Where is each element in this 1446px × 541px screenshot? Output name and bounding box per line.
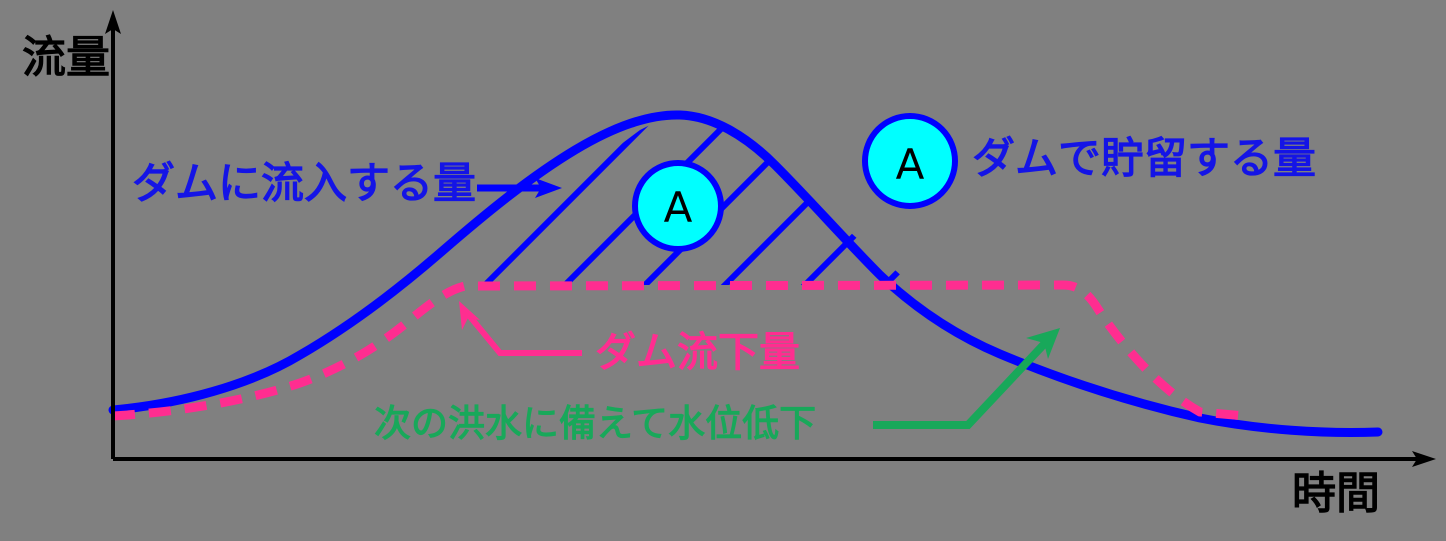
drawdown-label: 次の洪水に備えて水位低下	[374, 402, 817, 445]
area-marker-a-primary-letter: A	[663, 183, 693, 232]
inflow-pointer-arrow	[477, 178, 562, 198]
inflow-curve	[108, 110, 1383, 437]
drawdown-pointer-arrow	[873, 328, 1060, 429]
area-marker-a-primary	[632, 160, 724, 252]
area-marker-a-legend-letter: A	[895, 140, 925, 189]
x-axis	[113, 451, 1436, 467]
y-axis-arrowhead	[105, 10, 121, 34]
outflow-label: ダム流下量	[595, 328, 800, 376]
outflow-curve	[112, 280, 1246, 421]
y-axis-label: 流量	[22, 32, 110, 83]
storage-label: ダムで貯留する量	[972, 134, 1316, 184]
x-axis-arrowhead	[1412, 451, 1436, 467]
y-axis	[105, 10, 121, 459]
x-axis-label: 時間	[1292, 468, 1380, 519]
area-marker-a-legend	[862, 113, 958, 209]
inflow-label: ダムに流入する量	[132, 159, 476, 209]
outflow-pointer-arrow	[459, 301, 582, 356]
